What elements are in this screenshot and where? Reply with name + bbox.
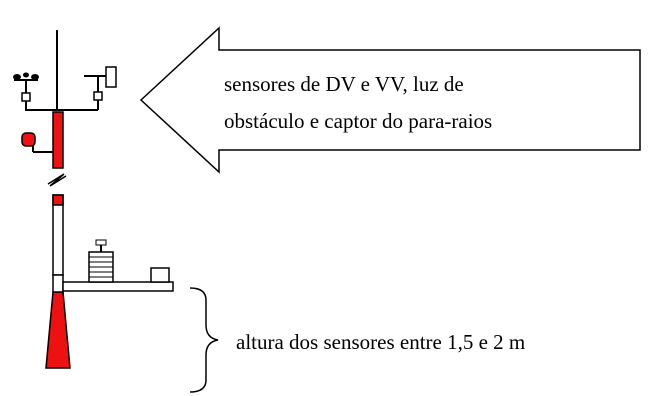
- wind-vane-icon: [84, 66, 117, 110]
- sensor-height-label: altura dos sensores entre 1,5 e 2 m: [236, 330, 525, 354]
- anemometer-icon: [13, 72, 39, 110]
- arrow-label-line-1: sensores de DV e VV, luz de: [224, 72, 464, 96]
- sensor-platform: [62, 281, 174, 292]
- mast-base-red: [45, 291, 71, 369]
- arrow-label-line-2: obstáculo e captor do para-raios: [224, 109, 492, 133]
- callout-arrow: [139, 26, 641, 174]
- mast-lower-red-band: [52, 194, 64, 206]
- height-brace: [189, 287, 219, 393]
- mast-lower: [52, 194, 64, 276]
- mast-mid-white: [52, 274, 64, 293]
- mast-upper-red: [52, 111, 64, 169]
- platform-sensor-box: [150, 267, 170, 283]
- mast-break-symbol: [47, 173, 67, 187]
- radiation-shield-icon: [88, 239, 114, 283]
- obstacle-light-icon: [21, 132, 53, 153]
